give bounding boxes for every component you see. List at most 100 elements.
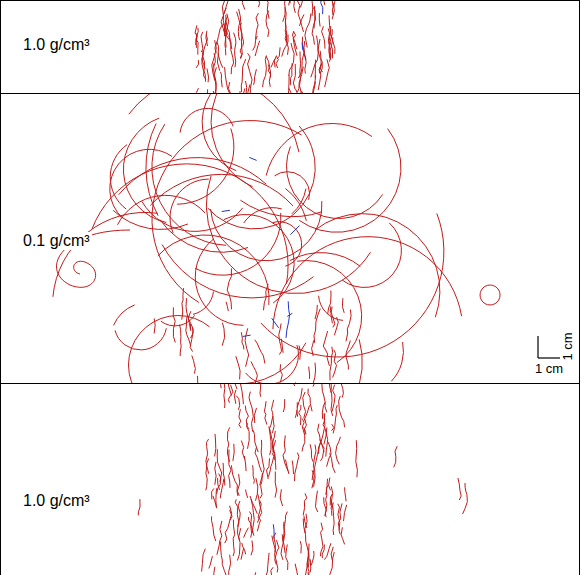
particle-track [338,503,342,530]
particle-track [283,512,287,542]
particle-track [480,285,500,305]
particle-track [310,559,312,572]
particle-track [330,347,333,381]
particle-track [319,296,343,321]
particle-track [313,384,315,387]
particle-track [239,409,241,428]
particle-track [391,342,403,381]
particle-track [217,474,221,495]
density-band: 1.0 g/cm³ [0,0,580,94]
particle-track [211,201,322,261]
particle-track [114,305,135,326]
particle-track [225,510,232,543]
particle-track [119,158,267,195]
particle-track [152,121,302,303]
particle-track [245,328,249,367]
particle-track [250,512,252,538]
particle-track [207,69,209,83]
particle-track [263,55,267,87]
particle-track [321,450,324,461]
particle-track [312,6,316,45]
particle-track [304,516,307,529]
particle-track [280,489,282,506]
particle-track [299,405,301,425]
particle-track [322,26,325,49]
particle-track [241,0,245,10]
particle-track [266,553,269,575]
particle-track [249,157,256,160]
particle-track [269,426,271,455]
particle-track [300,52,302,94]
particle-track [257,500,261,531]
particle-track [314,309,320,343]
particle-track [269,453,274,477]
particle-track [138,499,140,515]
particle-track [297,261,361,363]
particle-track [251,362,257,384]
particle-track [266,123,372,175]
particle-track [196,60,199,68]
particle-track [206,31,208,46]
particle-track [331,494,334,535]
particle-track [316,491,318,512]
particle-track [340,384,343,398]
particle-track [242,543,246,554]
particle-track [330,552,334,575]
particle-track [332,385,335,412]
particle-track [345,487,347,501]
particle-track [53,212,158,296]
particle-track [297,388,302,407]
particle-track [318,424,325,449]
particle-track [240,23,242,59]
particle-track [256,13,259,39]
particle-track [241,332,244,349]
particle-track [254,69,257,85]
particle-track [150,174,293,206]
particle-track [322,384,327,412]
particle-track [233,444,234,461]
particle-track [236,396,239,410]
particle-track [283,399,284,412]
particle-track [356,440,358,477]
scale-label: 1 cm [560,332,573,360]
particle-track [229,555,231,575]
particle-track [115,328,166,350]
particle-track [228,385,233,403]
track-group [195,0,335,93]
particle-track [272,400,275,433]
particle-track [272,318,279,328]
particle-track [260,440,265,485]
particle-track [240,46,242,58]
particle-track [394,446,398,467]
particle-track [303,519,305,534]
particle-track [339,396,345,427]
particle-track [315,214,440,318]
particle-track [223,8,229,39]
particle-track [254,408,256,423]
particle-track [275,472,277,498]
particle-track [332,1,335,15]
particle-track [319,64,321,73]
particle-track [202,94,257,171]
particle-track [110,149,172,218]
particle-track [293,64,295,89]
particle-track [291,0,295,13]
particle-track [290,63,292,85]
particle-track [458,478,461,500]
particle-track [224,214,294,303]
density-label: 1.0 g/cm³ [21,36,92,54]
particle-track [192,356,196,374]
particle-track [201,32,203,52]
particle-track [219,384,223,388]
particle-track [215,434,216,457]
particle-track [286,460,289,474]
particle-track [302,419,305,436]
particle-track [249,392,253,432]
particle-track [280,364,282,382]
particle-track [336,437,341,465]
particle-track [215,25,223,54]
particle-track [295,453,299,481]
particle-track [310,444,313,461]
particle-track [160,220,248,253]
particle-track [215,488,217,507]
